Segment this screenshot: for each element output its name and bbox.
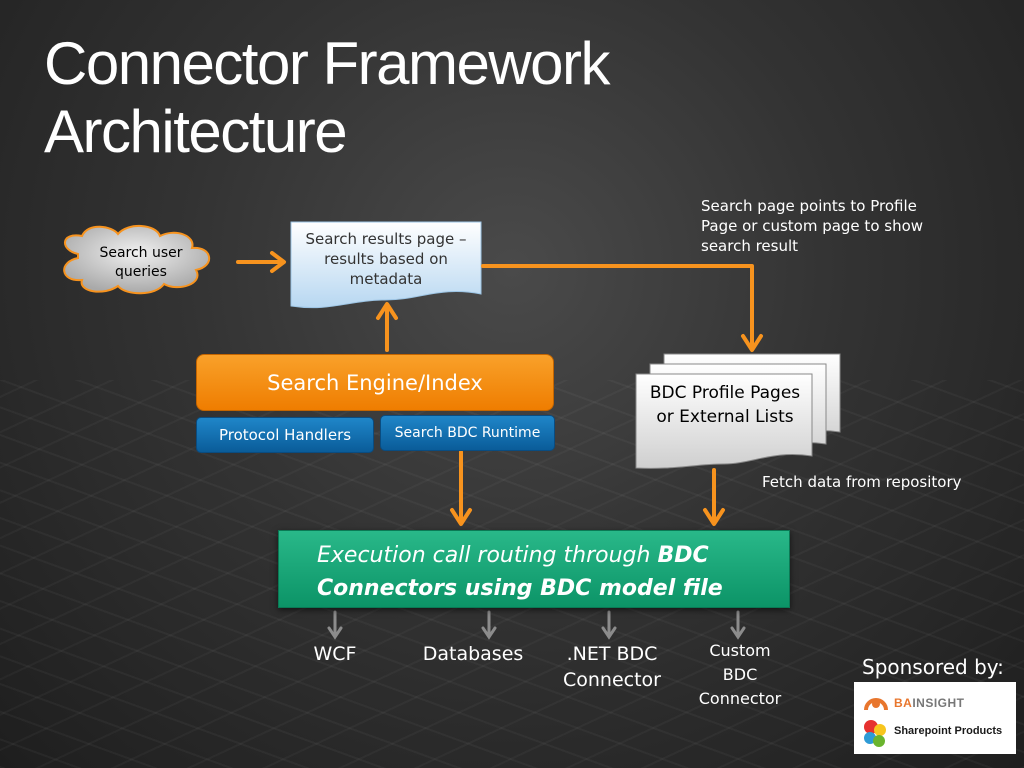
sponsor-logos: BAINSIGHT Sharepoint Products — [854, 682, 1016, 754]
target-custom-connector: Custom BDC Connector — [698, 641, 782, 708]
bdc-profile-stack-shape — [635, 353, 841, 469]
protocol-handlers-box: Protocol Handlers — [196, 417, 374, 453]
search-engine-box: Search Engine/Index — [196, 354, 554, 411]
title-line-1: Connector Framework — [44, 30, 611, 97]
cloud-shape — [63, 225, 210, 295]
search-results-label: Search results page – results based on m… — [305, 230, 467, 288]
sponsor-label: Sponsored by: — [862, 655, 1004, 679]
target-dotnet-connector: .NET BDC Connector — [563, 643, 661, 691]
target-wcf: WCF — [313, 643, 357, 665]
slide-title: Connector Framework Architecture — [44, 30, 744, 166]
bainsight-logo-icon — [864, 698, 888, 711]
bdc-profile-label: BDC Profile Pages or External Lists — [649, 383, 801, 427]
search-results-document — [290, 221, 482, 309]
execution-bold-text: BDC Connectors using BDC model file — [317, 543, 723, 601]
orange-arrows — [236, 251, 763, 526]
search-engine-label: Search Engine/Index — [267, 370, 483, 395]
fetch-note: Fetch data from repository — [762, 473, 962, 491]
execution-routing-box: Execution call routing through BDC Conne… — [278, 530, 790, 608]
title-line-2: Architecture — [44, 98, 348, 165]
search-page-note: Search page points to Profile Page or cu… — [701, 197, 924, 255]
target-databases: Databases — [422, 643, 524, 665]
cloud-label: Search user queries — [99, 245, 183, 280]
bainsight-rest: INSIGHT — [912, 696, 965, 710]
bainsight-ba: BA — [894, 696, 913, 710]
gray-arrows — [327, 610, 746, 640]
sharepoint-products-text: Sharepoint Products — [894, 725, 1003, 737]
protocol-handlers-label: Protocol Handlers — [218, 426, 352, 444]
execution-italic-text: Execution call routing through — [317, 543, 658, 568]
sharepoint-logo-icon — [864, 720, 886, 747]
bainsight-logo-text: BAINSIGHT — [894, 696, 965, 710]
bdc-runtime-label: Search BDC Runtime — [394, 425, 541, 441]
bdc-runtime-box: Search BDC Runtime — [380, 415, 555, 451]
